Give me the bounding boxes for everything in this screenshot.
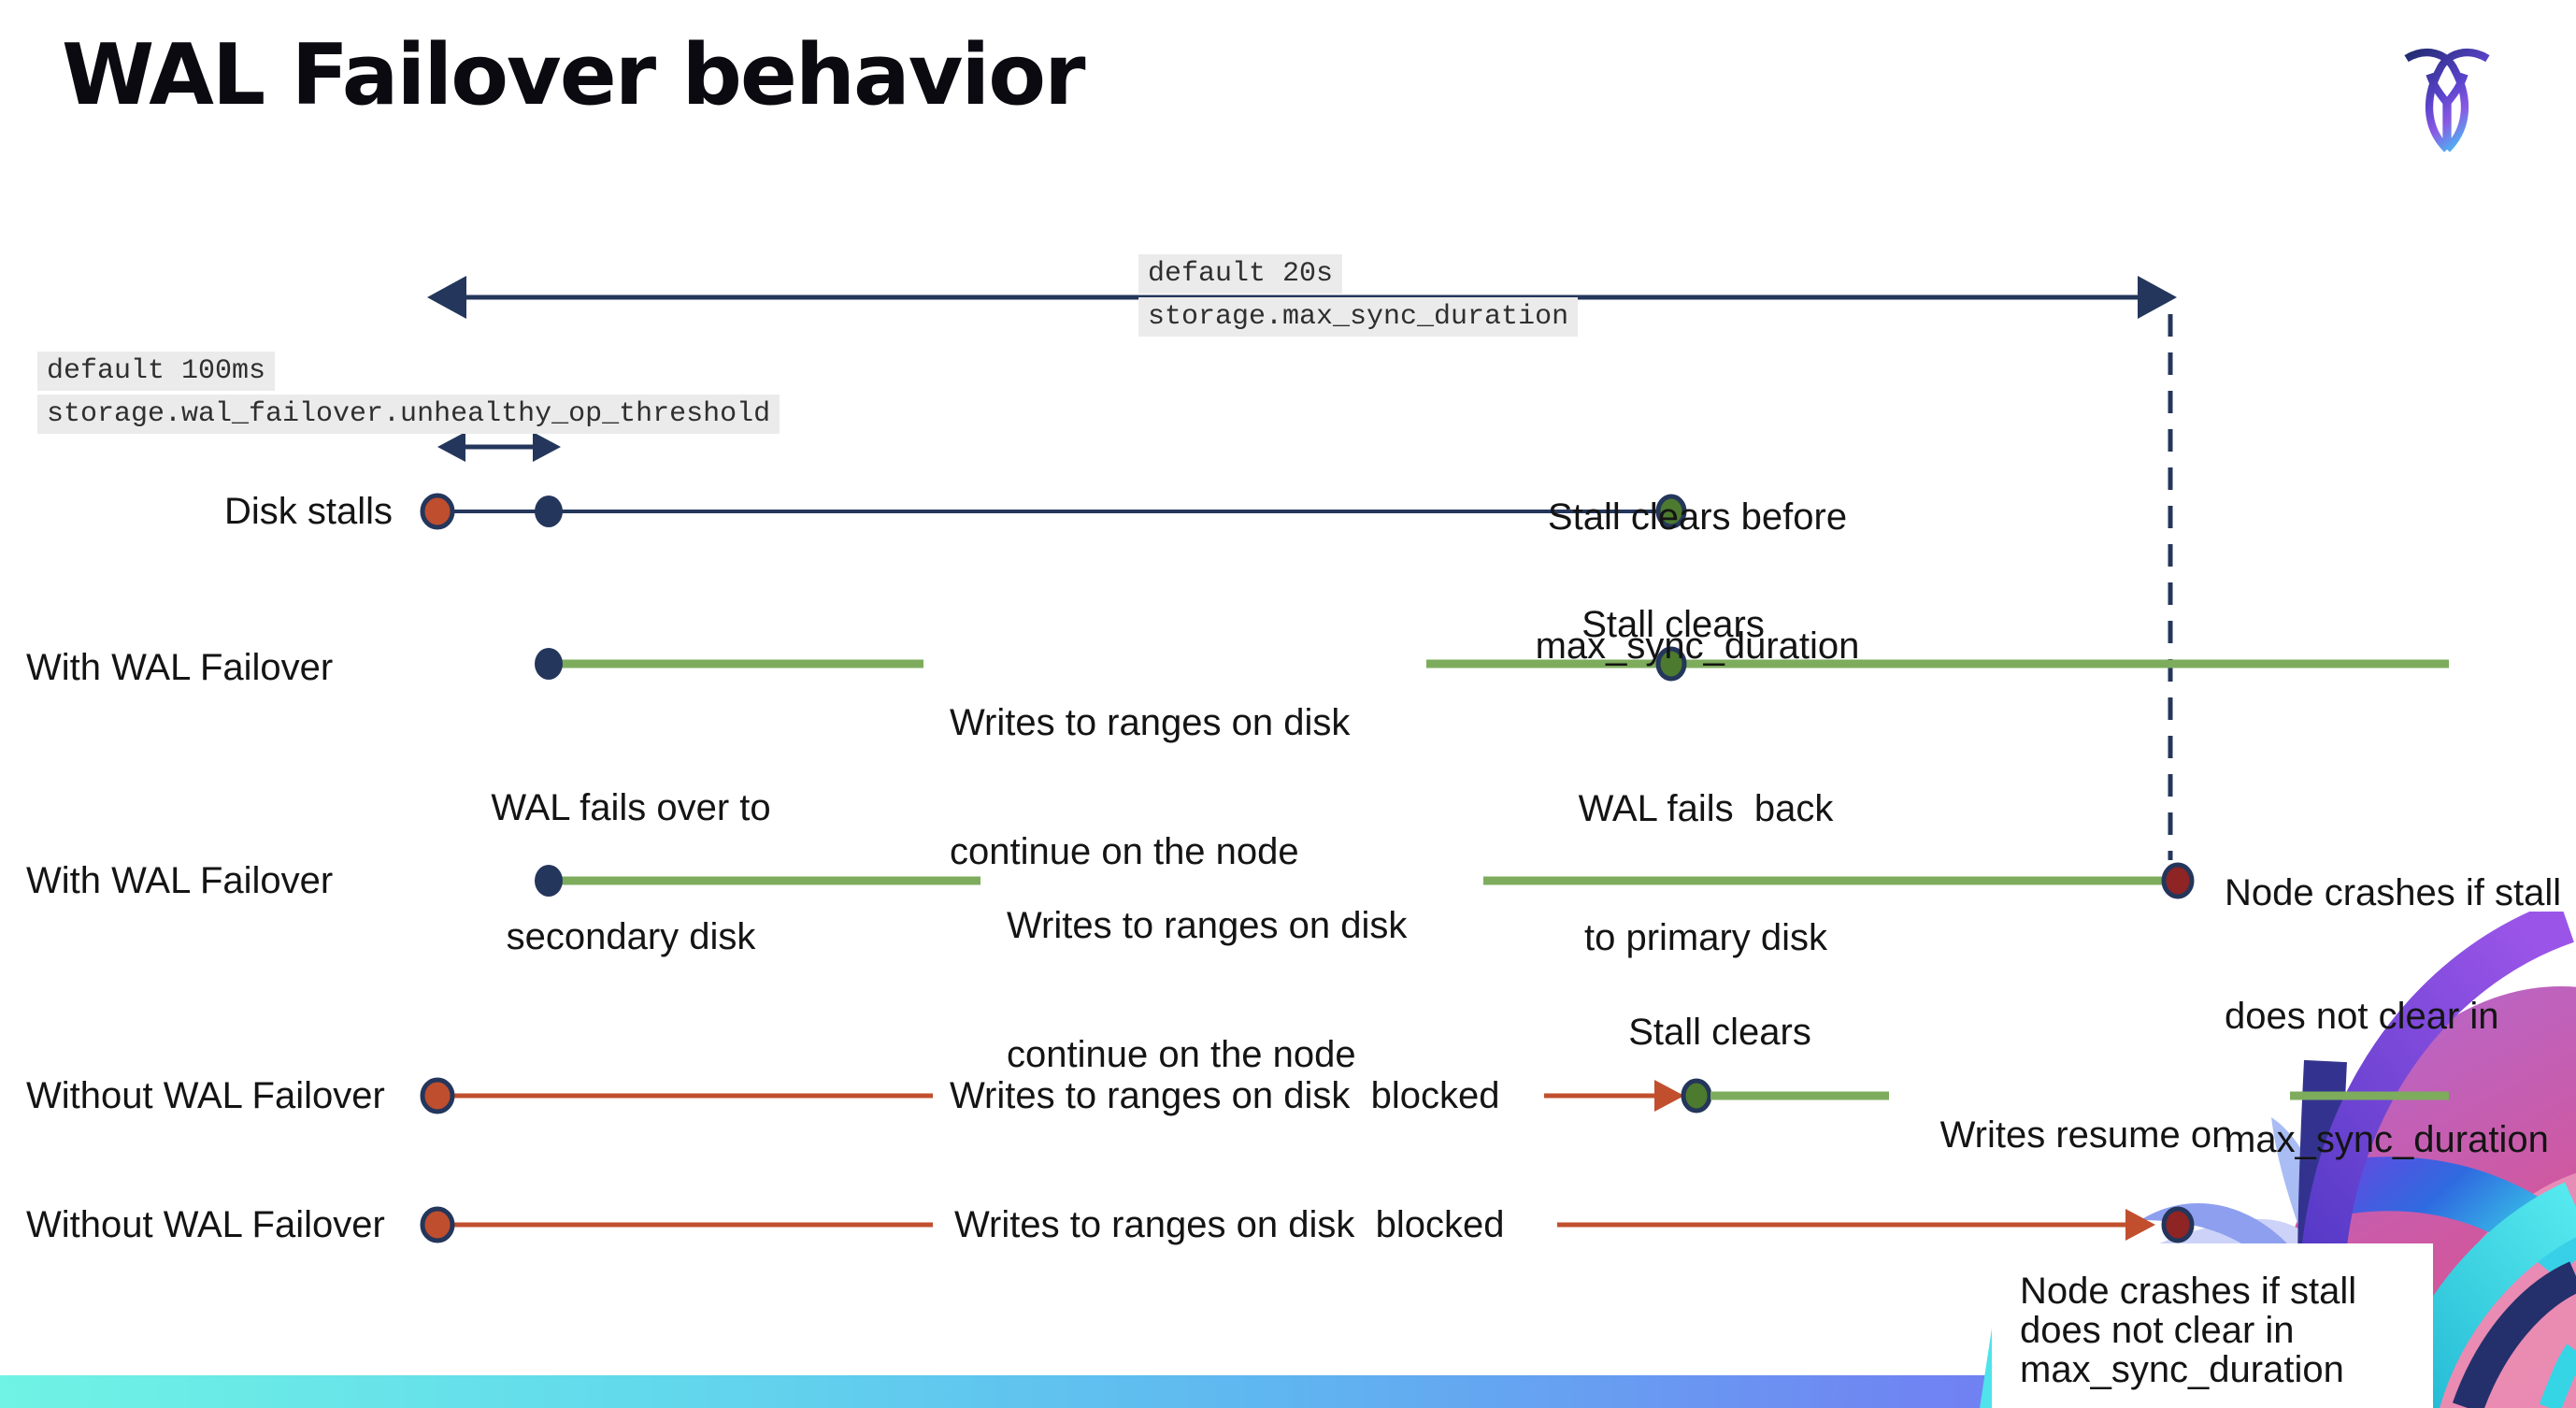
stall-clears-before-line2: max_sync_duration xyxy=(1535,625,1860,667)
max-sync-arrowhead-left xyxy=(427,276,466,319)
logo-left-curve xyxy=(2404,49,2469,152)
decor-cyan-arc-small xyxy=(2539,1343,2576,1408)
max-sync-default-value: default 20s xyxy=(1138,254,1343,294)
threshold-arrowhead-left xyxy=(437,432,465,462)
wal-fails-back-line2: to primary disk xyxy=(1583,917,1828,958)
writes-continue-annotation-row2: Writes to ranges on disk continue on the… xyxy=(950,615,1350,959)
stall-clears-annotation-row2: Stall clears xyxy=(1581,604,1765,645)
node-crashes-row3-line2: does not clear in xyxy=(2225,996,2499,1037)
node-crashes-box-line2: does not clear in xyxy=(2020,1310,2295,1351)
writes-continue-line2: continue on the node xyxy=(950,831,1299,872)
failover-dot-row2 xyxy=(535,648,563,680)
page-title: WAL Failover behavior xyxy=(62,26,1085,124)
stall-clears-before-line1: Stall clears before xyxy=(1547,496,1848,538)
failover-trigger-dot xyxy=(535,496,563,527)
disk-stall-start-dot xyxy=(420,493,455,530)
node-crashes-row3-line3: max_sync_duration xyxy=(2225,1119,2549,1160)
stall-clears-before-annotation: Stall clears before max_sync_duration xyxy=(1496,409,1899,754)
writes-continue-line1: Writes to ranges on disk xyxy=(950,702,1351,743)
red-arrowhead-row4 xyxy=(1654,1080,1684,1112)
writes-continue-row3-line2: continue on the node xyxy=(1007,1034,1356,1075)
writes-resume-line1: Writes resume on xyxy=(1939,1114,2233,1156)
wal-fails-over-line1: WAL fails over to xyxy=(491,787,771,828)
wal-fails-over-line2: secondary disk xyxy=(506,916,756,957)
row-label-with-wal-2: With WAL Failover xyxy=(26,860,334,901)
stall-clears-dot-row1 xyxy=(1655,494,1687,529)
failover-dot-row3 xyxy=(535,865,563,897)
threshold-arrowhead-right xyxy=(533,432,561,462)
row-label-disk-stalls: Disk stalls xyxy=(223,491,393,532)
node-crash-dot-row3 xyxy=(2161,862,2195,899)
wal-fails-back-annotation: WAL fails back to primary disk xyxy=(1547,701,1865,1045)
decor-navy-arc xyxy=(2452,1261,2576,1408)
wal-fails-over-annotation: WAL fails over to secondary disk xyxy=(467,700,794,1044)
max-sync-setting-name: storage.max_sync_duration xyxy=(1138,297,1579,337)
max-sync-duration-label: default 20s storage.max_sync_duration xyxy=(1138,254,1579,337)
red-arrowhead-row5 xyxy=(2125,1209,2155,1241)
node-crashes-row3-line1: Node crashes if stall xyxy=(2225,872,2562,913)
unhealthy-op-threshold-label: default 100ms storage.wal_failover.unhea… xyxy=(37,352,780,434)
writes-blocked-annotation-row5: Writes to ranges on disk blocked xyxy=(954,1204,1505,1245)
writes-continue-row3-line1: Writes to ranges on disk xyxy=(1007,905,1408,946)
writes-blocked-annotation-row4: Writes to ranges on disk blocked xyxy=(950,1075,1500,1116)
stall-clears-dot-row4 xyxy=(1681,1078,1712,1113)
logo-branch-right xyxy=(2443,72,2469,106)
logo-right-curve xyxy=(2425,49,2490,152)
stall-clears-dot-row2 xyxy=(1655,646,1687,682)
node-crash-dot-row5 xyxy=(2161,1206,2195,1243)
stall-start-dot-row4 xyxy=(420,1077,455,1114)
node-crashes-annotation-row3: Node crashes if stall does not clear in … xyxy=(2225,790,2561,1243)
max-sync-arrowhead-right xyxy=(2138,276,2177,319)
stall-clears-annotation-row4: Stall clears xyxy=(1628,1012,1811,1053)
threshold-default-value: default 100ms xyxy=(37,352,276,391)
row-label-with-wal-1: With WAL Failover xyxy=(26,647,334,688)
node-crashes-callout-box: Node crashes if stall does not clear in … xyxy=(1992,1243,2433,1408)
row-label-without-wal-1: Without WAL Failover xyxy=(26,1075,385,1116)
wal-fails-back-line1: WAL fails back xyxy=(1578,788,1834,829)
threshold-setting-name: storage.wal_failover.unhealthy_op_thresh… xyxy=(37,395,780,434)
node-crashes-box-line3: max_sync_duration xyxy=(2020,1349,2344,1390)
stall-start-dot-row5 xyxy=(420,1206,455,1243)
cockroach-labs-logo-icon xyxy=(2404,49,2490,152)
row-label-without-wal-2: Without WAL Failover xyxy=(26,1204,385,1245)
writes-continue-annotation-row3: Writes to ranges on disk continue on the… xyxy=(1007,818,1407,1162)
node-crashes-box-line1: Node crashes if stall xyxy=(2020,1271,2357,1312)
